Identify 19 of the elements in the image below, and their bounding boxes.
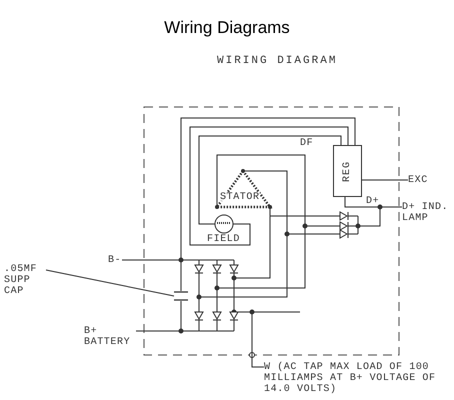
- regulator-box: REG: [333, 145, 362, 197]
- terminal-label: D+ IND. LAMP: [402, 202, 452, 224]
- wire: [190, 126, 348, 246]
- diagram-heading: WIRING DIAGRAM: [217, 56, 338, 67]
- component-label: FIELD: [207, 234, 240, 245]
- callout-text: .05MF SUPP CAP: [4, 264, 44, 297]
- wire: [240, 312, 264, 368]
- wire: [270, 212, 336, 216]
- wiring-note: W (AC TAP MAX LOAD OF 100 MILLIAMPS AT B+ VOLTAGE OF 14.0 VOLTS): [264, 362, 436, 395]
- terminal-label: B+ BATTERY: [84, 326, 136, 348]
- wire: [198, 136, 342, 224]
- leader-line: [46, 270, 174, 296]
- diagram-title: Wiring Diagrams: [163, 18, 291, 38]
- component-label: STATOR: [220, 192, 260, 203]
- terminal-label: D+: [366, 196, 380, 207]
- terminal-label: B-: [108, 255, 122, 266]
- terminal-label: EXC: [408, 175, 428, 186]
- terminal-label: DF: [300, 138, 314, 149]
- wire: [180, 118, 356, 292]
